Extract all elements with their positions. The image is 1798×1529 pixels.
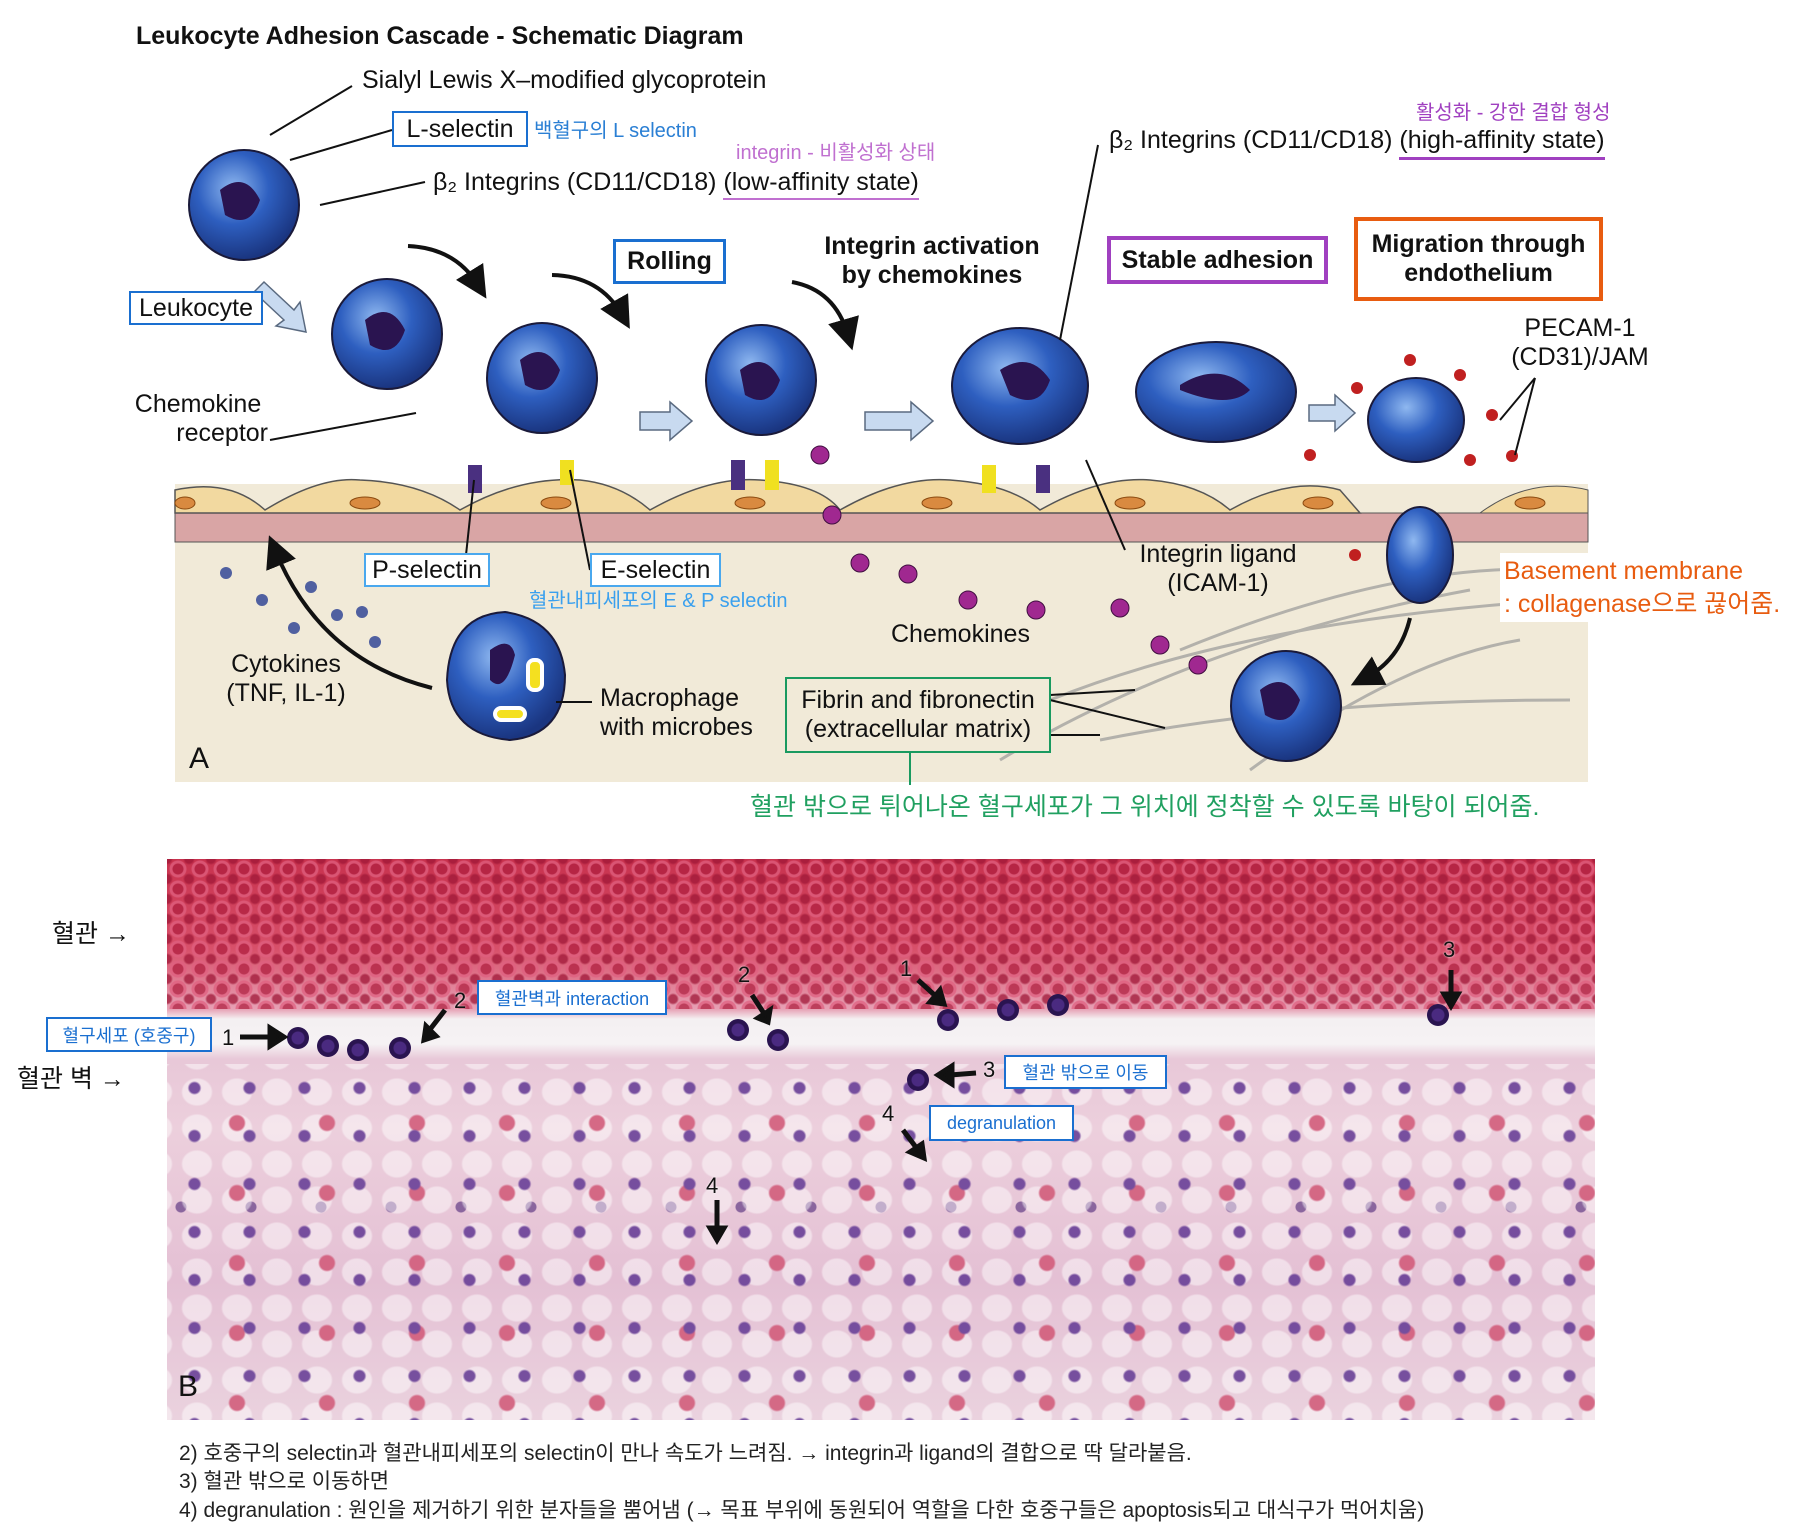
pecam-line2: (CD31)/JAM (1511, 342, 1649, 371)
basement-line1: Basement membrane (1504, 557, 1744, 585)
basement-line2: : collagenase으로 끊어줌. (1504, 589, 1781, 618)
activation-line2: by chemokines (841, 260, 1023, 289)
basement-membrane (174, 512, 1589, 543)
cytokines-line1: Cytokines (231, 650, 341, 678)
neutrophil (347, 1039, 369, 1061)
panel-a-label: A (189, 742, 210, 775)
histology-arrows (240, 970, 1463, 1245)
integrin-low-state: (low-affinity state) (723, 168, 919, 200)
migration-line1: Migration through (1371, 230, 1586, 259)
integrin-ligand-label: Integrin ligand(ICAM-1) (1128, 540, 1308, 598)
integrin-low-note: integrin - 비활성화 상태 (736, 142, 936, 164)
tissue-cells (167, 1064, 1595, 1420)
chemokine-receptor-line1: Chemokine (134, 390, 262, 418)
rolling-label: Rolling (613, 239, 726, 284)
neutrophil (317, 1035, 339, 1057)
selectin-marks (468, 460, 1050, 493)
fibrin-line2: (extracellular matrix) (804, 715, 1032, 743)
marker-number: 2 (454, 988, 467, 1013)
neutrophil (389, 1037, 411, 1059)
l-selectin-note: 백혈구의 L selectin (534, 120, 697, 142)
diagram-title: Leukocyte Adhesion Cascade - Schematic D… (136, 22, 744, 50)
activation-line1: Integrin activation (824, 232, 1040, 260)
ecm-note: 혈관 밖으로 튀어나온 혈구세포가 그 위치에 정착할 수 있도록 바탕이 되어… (750, 793, 1540, 821)
note-4: 4) degranulation : 원인을 제거하기 위한 분자들을 뿜어냄 … (179, 1499, 1425, 1522)
migration-line2: endothelium (1404, 259, 1553, 287)
marker-number: 2 (738, 962, 751, 987)
p-selectin-label: P-selectin (364, 553, 490, 587)
basement-membrane-note: Basement membrane : collagenase으로 끊어줌. (1500, 553, 1785, 622)
neutrophil (1427, 1004, 1449, 1026)
e-selectin-label: E-selectin (590, 553, 721, 587)
neutrophil (727, 1019, 749, 1041)
macrophage-line1: Macrophage (600, 684, 739, 712)
chemokine-drops (810, 445, 1208, 675)
stable-adhesion-label: Stable adhesion (1107, 236, 1328, 284)
vessel-label: 혈관 → (52, 920, 130, 948)
integrin-low-prefix: β₂ Integrins (CD11/CD18) (433, 168, 724, 196)
panel-b-label: B (178, 1370, 199, 1403)
vessel-wall-label: 혈관 벽 → (17, 1065, 125, 1093)
pecam-line1: PECAM-1 (1524, 314, 1636, 342)
marker-number: 4 (706, 1173, 719, 1198)
note-3: 3) 혈관 밖으로 이동하면 (179, 1470, 390, 1493)
cytokines-line2: (TNF, IL-1) (226, 678, 346, 707)
neutrophil (907, 1069, 929, 1091)
macrophage-line2: with microbes (600, 712, 753, 741)
integrin-ligand-line2: (ICAM-1) (1167, 568, 1269, 597)
cytokines-label: Cytokines(TNF, IL-1) (206, 650, 366, 708)
histology-image (167, 859, 1595, 1420)
fibrin-label: Fibrin and fibronectin(extracellular mat… (785, 677, 1051, 753)
neutrophil-label: 혈구세포 (호중구) (46, 1017, 212, 1052)
neutrophil (937, 1009, 959, 1031)
integrin-high-prefix: β₂ Integrins (CD11/CD18) (1109, 126, 1400, 154)
fibrin-line1: Fibrin and fibronectin (801, 686, 1035, 715)
leukocyte-label: Leukocyte (129, 291, 263, 325)
marker-number: 1 (222, 1025, 235, 1050)
emigrate-label: 혈관 밖으로 이동 (1004, 1055, 1167, 1089)
chemokine-receptor-line2: receptor (176, 418, 268, 447)
marker-number: 1 (900, 956, 913, 981)
panel-a-illustration (174, 85, 1589, 785)
chemokines-label: Chemokines (891, 620, 1030, 648)
selectin-note: 혈관내피세포의 E & P selectin (529, 590, 788, 612)
integrin-high-note: 활성화 - 강한 결합 형성 (1416, 102, 1611, 124)
integrin-ligand-line1: Integrin ligand (1139, 540, 1297, 568)
neutrophil (287, 1027, 309, 1049)
neutrophil (1047, 994, 1069, 1016)
note-2: 2) 호중구의 selectin과 혈관내피세포의 selectin이 만나 속… (179, 1442, 1192, 1465)
interaction-label: 혈관벽과 interaction (477, 980, 667, 1015)
sialyl-label: Sialyl Lewis X–modified glycoprotein (362, 66, 767, 94)
marker-number: 3 (1443, 937, 1456, 962)
process-arrows (252, 280, 1357, 442)
pecam-label: PECAM-1(CD31)/JAM (1500, 314, 1660, 372)
integrin-high-label: β₂ Integrins (CD11/CD18) (high-affinity … (1109, 126, 1605, 160)
degranulation-label: degranulation (929, 1105, 1074, 1141)
marker-number: 4 (882, 1101, 895, 1126)
neutrophil (997, 999, 1019, 1021)
neutrophil (767, 1029, 789, 1051)
integrin-high-state: (high-affinity state) (1399, 126, 1605, 160)
integrin-low-label: β₂ Integrins (CD11/CD18) (low-affinity s… (433, 168, 919, 200)
marker-number: 3 (983, 1057, 996, 1082)
l-selectin-label: L-selectin (392, 111, 528, 147)
red-blood-cells (167, 859, 1595, 1009)
